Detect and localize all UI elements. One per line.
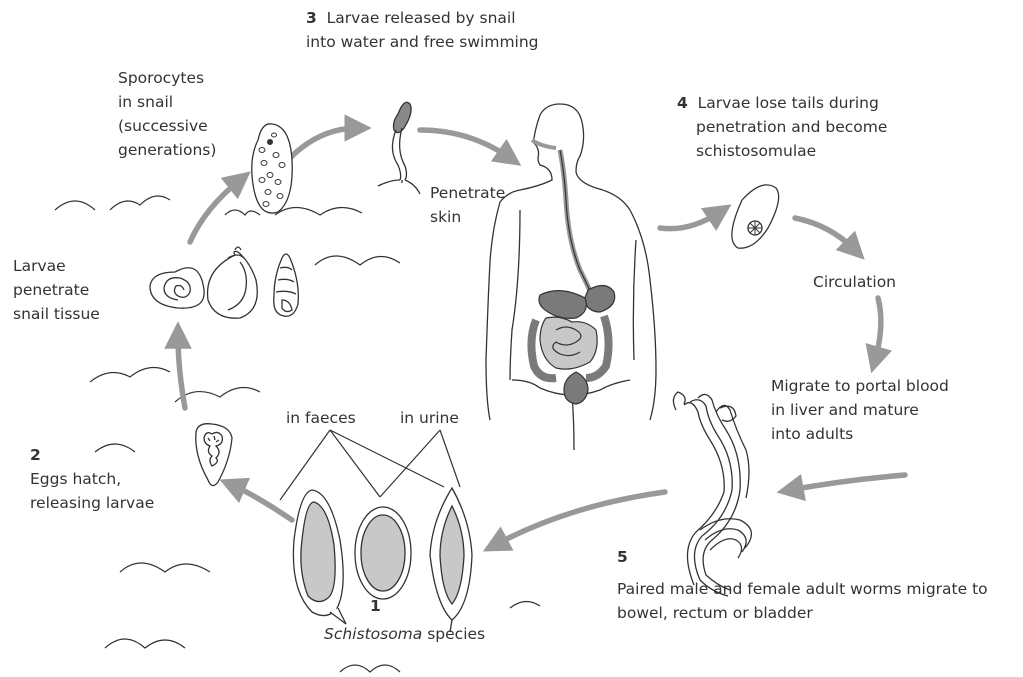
water-wave bbox=[175, 388, 260, 402]
step-4-line3: schistosomulae bbox=[677, 139, 887, 163]
migrate-line2: in liver and mature bbox=[771, 398, 949, 422]
in-urine-label: in urine bbox=[400, 406, 459, 430]
water-wave bbox=[90, 368, 170, 382]
penetrate-skin-line2: skin bbox=[430, 205, 505, 229]
arrow-eggs-to-hatch bbox=[232, 485, 292, 520]
arrow-worms-to-eggs bbox=[495, 492, 665, 545]
step-5-number: 5 bbox=[617, 545, 988, 569]
schistosomulum-illustration bbox=[732, 185, 779, 248]
arrow-hatch-to-snail bbox=[178, 335, 185, 408]
circulation-label: Circulation bbox=[813, 270, 896, 294]
water-wave bbox=[225, 210, 260, 215]
arrow-snail-to-sporocyte bbox=[190, 180, 240, 242]
water-wave bbox=[315, 256, 400, 265]
step-3-line1: Larvae released by snail bbox=[327, 9, 516, 27]
step-4-label: 4 Larvae lose tails during penetration a… bbox=[677, 91, 887, 163]
sporocytes-line1: Sporocytes bbox=[118, 66, 216, 90]
sporocyst-illustration bbox=[252, 124, 292, 213]
migrate-line3: into adults bbox=[771, 422, 949, 446]
arrow-liver-to-worms bbox=[790, 475, 905, 490]
step-1-number-text: 1 bbox=[370, 597, 381, 615]
bladder bbox=[564, 372, 588, 404]
arrow-larva-to-human bbox=[420, 130, 510, 158]
step-5-line2: bowel, rectum or bladder bbox=[617, 601, 988, 625]
step-4-number: 4 bbox=[677, 94, 688, 112]
water-wave bbox=[110, 196, 170, 210]
arrow-circulation-to-liver bbox=[875, 298, 881, 360]
sporocytes-line2: in snail bbox=[118, 90, 216, 114]
egg-round bbox=[355, 507, 411, 599]
water-wave bbox=[510, 601, 540, 608]
oncomelania-snail bbox=[274, 254, 299, 316]
step-1-label: Schistosoma species bbox=[324, 622, 485, 646]
penetrate-snail-line1: Larvae bbox=[13, 254, 100, 278]
penetrate-snail-line3: snail tissue bbox=[13, 302, 100, 326]
water-wave bbox=[105, 639, 185, 648]
step-4-line2: penetration and become bbox=[677, 115, 887, 139]
step-5-label: 5 Paired male and female adult worms mig… bbox=[617, 545, 988, 625]
water-wave bbox=[340, 665, 400, 672]
in-faeces-label: in faeces bbox=[286, 406, 356, 430]
step-2-line2: releasing larvae bbox=[30, 491, 154, 515]
water-wave bbox=[55, 201, 95, 210]
snail-illustrations bbox=[150, 247, 298, 318]
migrate-label: Migrate to portal blood in liver and mat… bbox=[771, 374, 949, 446]
water-wave bbox=[120, 563, 210, 572]
step-3-number: 3 bbox=[306, 9, 317, 27]
sporocytes-line4: generations) bbox=[118, 138, 216, 162]
step-5-line1: Paired male and female adult worms migra… bbox=[617, 577, 988, 601]
arrow-sporocyte-to-larva bbox=[290, 128, 358, 158]
penetrate-skin-line1: Penetrate bbox=[430, 181, 505, 205]
penetrate-snail-line2: penetrate bbox=[13, 278, 100, 302]
step-1-number: 1 bbox=[370, 594, 381, 618]
species-genus: Schistosoma bbox=[324, 625, 422, 643]
step-2-number: 2 bbox=[30, 443, 154, 467]
penetrate-snail-label: Larvae penetrate snail tissue bbox=[13, 254, 100, 326]
egg-source-lines bbox=[280, 430, 460, 500]
egg-lateral-spine bbox=[293, 490, 346, 624]
step-3-label: 3 Larvae released by snail into water an… bbox=[306, 6, 539, 54]
step-2-line1: Eggs hatch, bbox=[30, 467, 154, 491]
step-3-line2: into water and free swimming bbox=[306, 33, 539, 51]
water-waves bbox=[55, 196, 540, 672]
migrate-line1: Migrate to portal blood bbox=[771, 374, 949, 398]
arrow-human-to-schistosomulae bbox=[660, 212, 720, 229]
egg-terminal-spine bbox=[430, 488, 472, 632]
bulinus-snail bbox=[208, 247, 258, 318]
small-intestine bbox=[540, 317, 597, 369]
planorbis-snail bbox=[150, 268, 204, 308]
sporocytes-label: Sporocytes in snail (successive generati… bbox=[118, 66, 216, 162]
step-4-line1: Larvae lose tails during bbox=[698, 94, 879, 112]
liver bbox=[539, 291, 586, 319]
species-suffix: species bbox=[422, 625, 485, 643]
miracidium-illustration bbox=[196, 424, 232, 486]
sporocytes-line3: (successive bbox=[118, 114, 216, 138]
arrow-to-circulation bbox=[795, 218, 855, 250]
water-wave bbox=[275, 207, 362, 215]
schistosoma-eggs bbox=[293, 488, 472, 632]
cercaria-illustration bbox=[378, 102, 420, 194]
step-2-label: 2 Eggs hatch, releasing larvae bbox=[30, 443, 154, 515]
penetrate-skin-label: Penetrate skin bbox=[430, 181, 505, 229]
